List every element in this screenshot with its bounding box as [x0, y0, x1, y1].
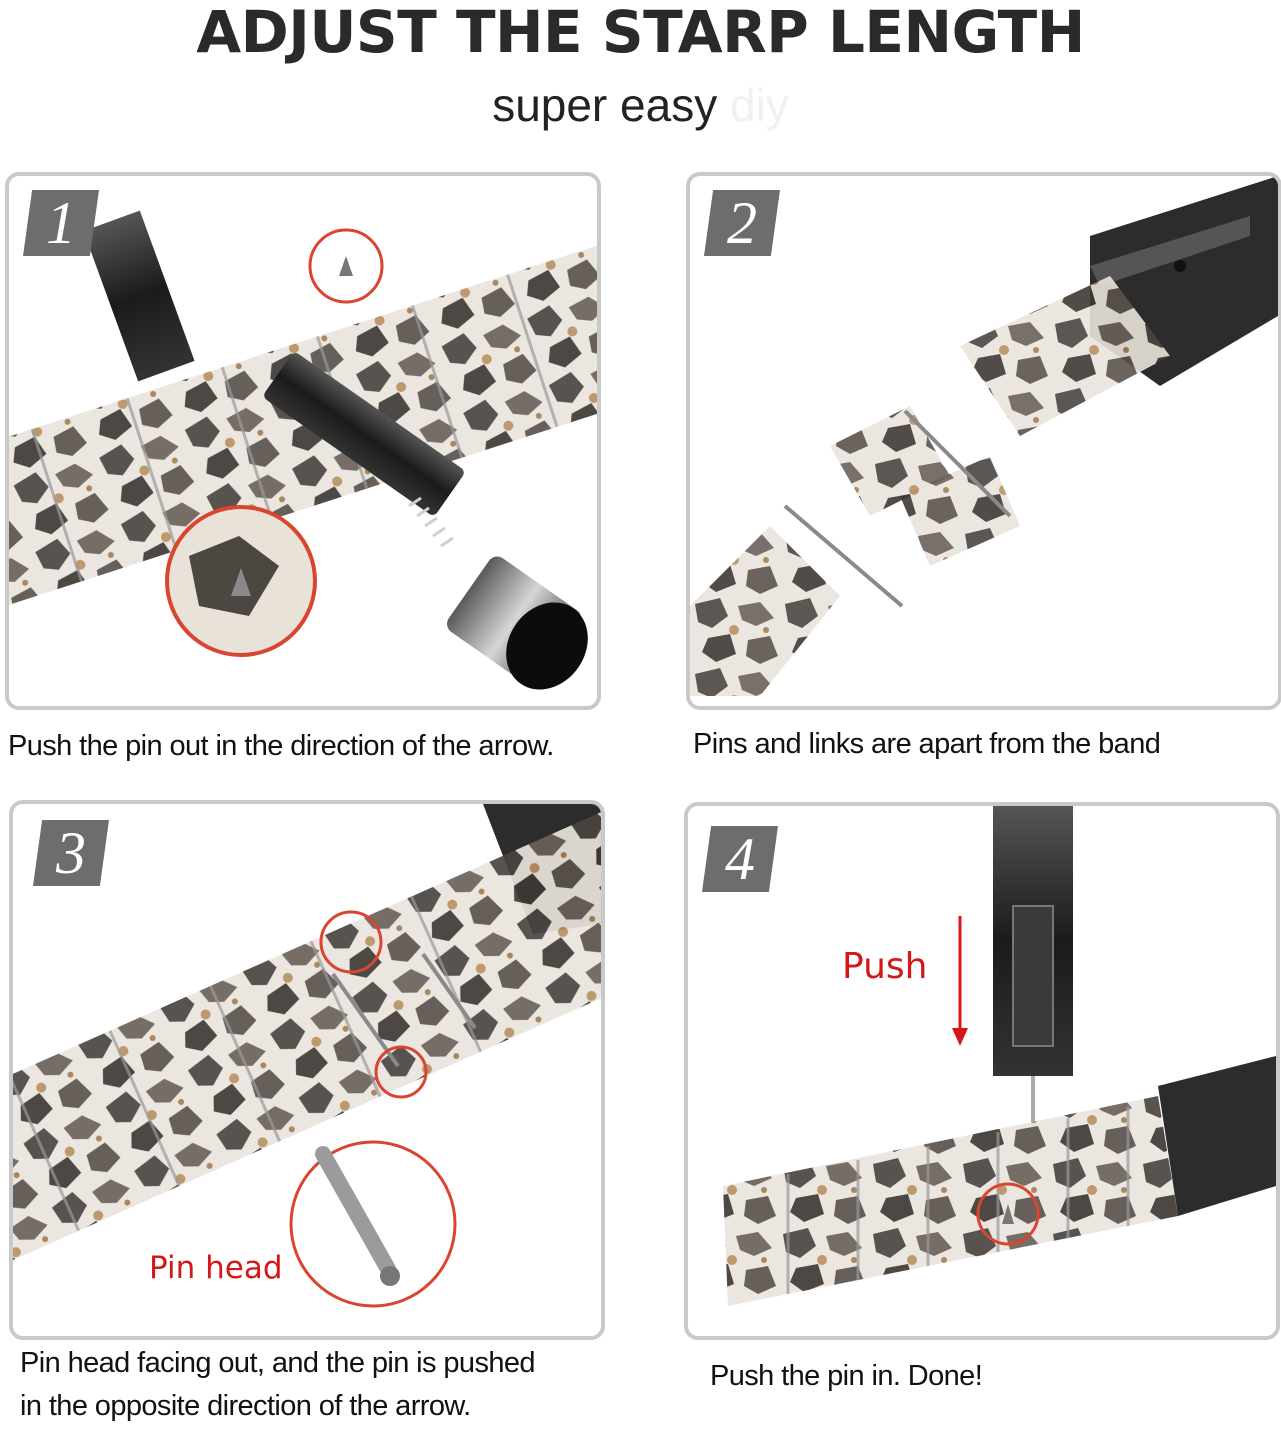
step-1-illustration — [9, 210, 597, 690]
step-3-badge: 3 — [33, 820, 109, 886]
step-4-illustration — [723, 806, 1276, 1306]
step-2-badge: 2 — [704, 190, 780, 256]
step-3-caption-line2: in the opposite direction of the arrow. — [20, 1390, 471, 1422]
step-4-panel: 4 Push — [684, 802, 1280, 1340]
pin-head-callout: Pin head — [149, 1250, 283, 1286]
page-title: ADJUST THE STARP LENGTH — [196, 0, 1085, 66]
step-4-badge: 4 — [702, 826, 778, 892]
step-2-panel: 2 — [686, 172, 1281, 710]
step-4-caption: Push the pin in. Done! — [710, 1360, 983, 1392]
step-3-caption-line1: Pin head facing out, and the pin is push… — [20, 1347, 536, 1379]
subtitle-text: super easy — [492, 79, 718, 131]
step-2-caption: Pins and links are apart from the band — [693, 728, 1161, 760]
step-1-caption: Push the pin out in the direction of the… — [8, 730, 554, 762]
step-1-panel: 1 — [5, 172, 601, 710]
page-subtitle: super easy diy — [0, 78, 1281, 132]
subtitle-faded-text: diy — [729, 79, 789, 131]
step-1-badge: 1 — [23, 190, 99, 256]
push-callout: Push — [842, 946, 928, 987]
step-3-illustration — [13, 804, 601, 1308]
step-3-panel: 3 Pin head — [9, 800, 605, 1340]
step-2-illustration — [690, 176, 1278, 696]
